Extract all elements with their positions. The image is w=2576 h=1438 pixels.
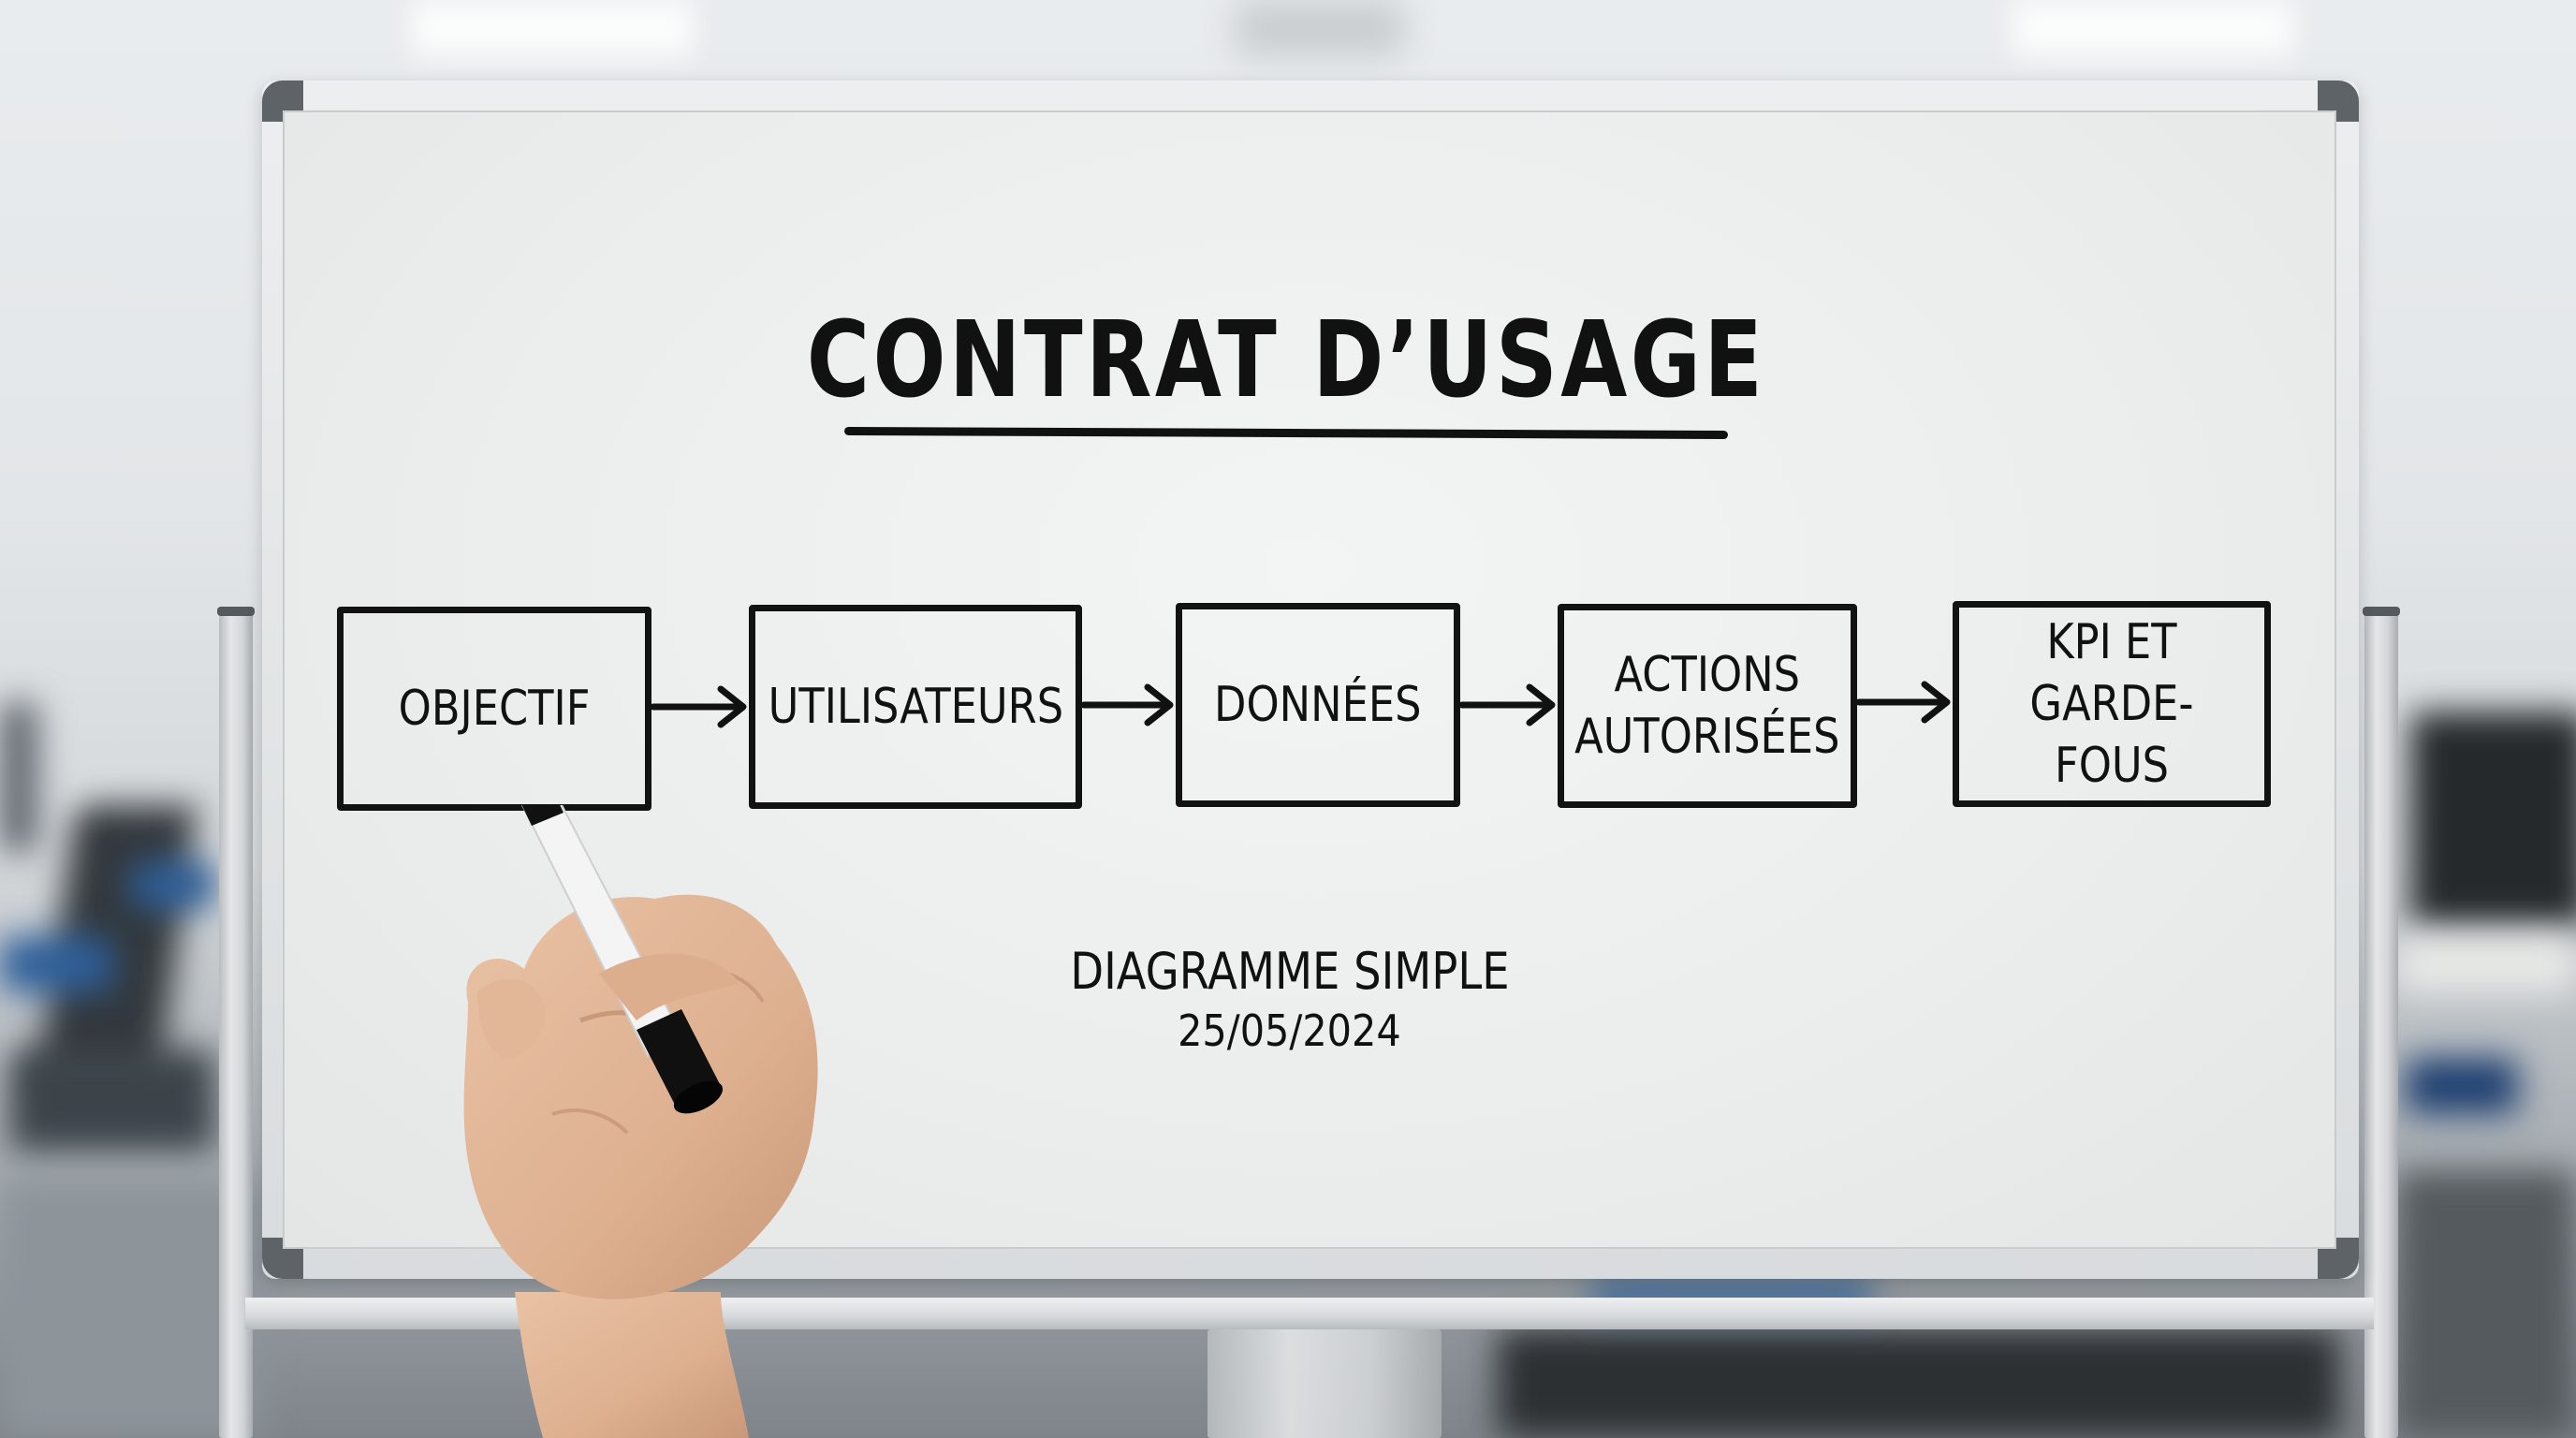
flow-box-label: KPI ET GARDE-FOUS — [2029, 614, 2194, 794]
flow-box-donnees: DONNÉES — [1176, 603, 1460, 807]
flow-box-label: ACTIONS AUTORISÉES — [1574, 647, 1840, 765]
flow-box-label: DONNÉES — [1214, 677, 1422, 733]
stand-post-cap — [217, 607, 255, 616]
floor — [0, 1180, 262, 1438]
ceiling-light — [2012, 0, 2293, 56]
arrow-right-icon — [1857, 681, 1951, 724]
ceiling-vent — [1236, 0, 1404, 56]
arrow-right-icon — [1460, 683, 1556, 726]
ceiling-light — [412, 0, 693, 56]
flow-box-label: UTILISATEURS — [768, 679, 1063, 735]
flow-box-label: OBJECTIF — [398, 681, 591, 737]
floor — [2396, 1170, 2576, 1438]
office-chair-seat — [0, 936, 112, 992]
background-monitor — [2410, 712, 2576, 927]
office-chair-base — [9, 1049, 215, 1152]
stand-post-cap — [2363, 607, 2400, 616]
background-furniture — [1498, 1329, 2340, 1438]
flow-box-utilisateurs: UTILISATEURS — [749, 605, 1082, 809]
arrow-right-icon — [651, 685, 747, 728]
background-monitor — [0, 702, 37, 852]
office-chair-seat — [131, 861, 215, 908]
whiteboard-title: CONTRAT D’USAGE — [806, 300, 1766, 421]
background-desk — [2396, 936, 2576, 992]
diagram-date: 25/05/2024 — [1178, 1005, 1401, 1056]
background-column — [1208, 1329, 1442, 1438]
flow-box-kpi-garde-fous: KPI ET GARDE-FOUS — [1953, 601, 2271, 807]
diagram-caption: DIAGRAMME SIMPLE — [1070, 942, 1510, 1001]
flow-box-objectif: OBJECTIF — [337, 607, 651, 811]
office-chair-seat — [2406, 1058, 2518, 1114]
arrow-right-icon — [1082, 683, 1174, 726]
flow-box-actions-autorisees: ACTIONS AUTORISÉES — [1558, 604, 1857, 808]
hand-holding-marker — [463, 805, 818, 1438]
